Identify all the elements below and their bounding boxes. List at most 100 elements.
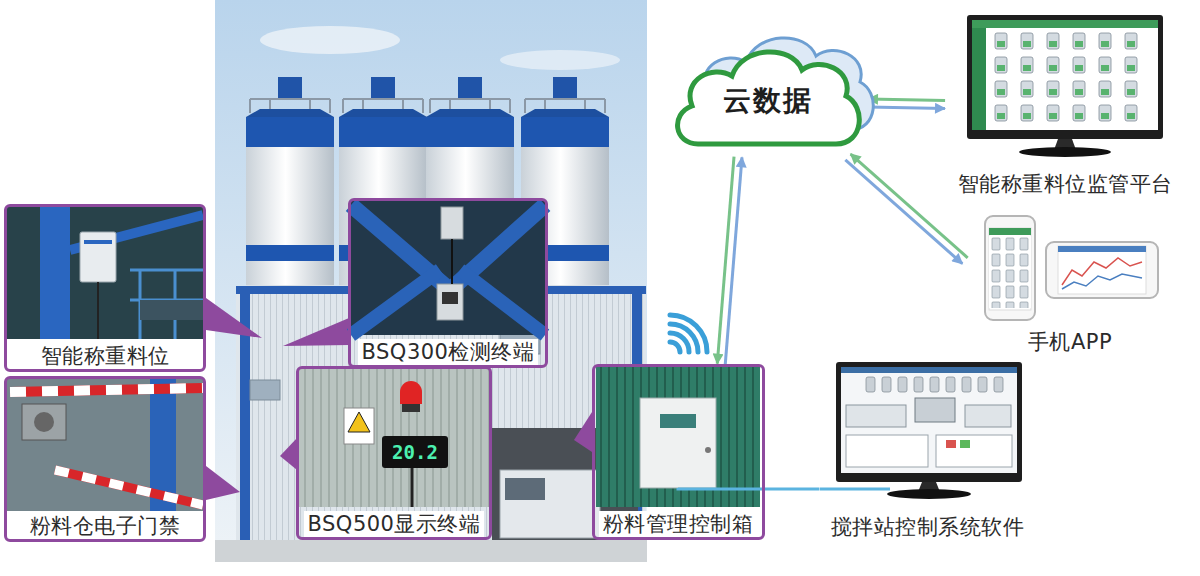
warning-sign [344, 408, 374, 444]
cabinet-window [660, 414, 696, 428]
display-cable [411, 468, 414, 507]
wireless-arc [670, 315, 707, 352]
monitor-base [1019, 147, 1111, 157]
screen-grid [862, 374, 1006, 396]
wireless-symbol [670, 315, 707, 352]
node-label: 粉料仓电子门禁 [26, 513, 185, 539]
barrier-bar [10, 388, 203, 392]
callout-frame: 粉料管理控制箱 [592, 364, 765, 540]
screen-table [846, 435, 928, 467]
arrow-line [845, 160, 962, 264]
screen-mixer [915, 398, 955, 422]
detector-box [437, 284, 463, 320]
railing [130, 270, 203, 339]
cloud-shape: 云数据 [668, 22, 868, 157]
grating [140, 300, 203, 320]
gate-motor [34, 412, 54, 432]
cable-line [765, 487, 820, 490]
node-label: 智能称重料位监管平台 [954, 171, 1177, 197]
node-label: 智能称重料位 [37, 343, 174, 369]
node-label: 云数据 [719, 88, 817, 114]
chart-line [1062, 258, 1142, 285]
callout-pointer [574, 412, 592, 452]
screen-table [936, 435, 1012, 467]
phone-screen [989, 228, 1031, 310]
warning-sign [348, 412, 370, 432]
callout-pointer [206, 298, 262, 338]
phone [985, 216, 1035, 320]
callout-pointer [280, 438, 297, 470]
sensor-stripe [84, 240, 112, 244]
callout-photo [7, 207, 203, 339]
barrier-bar [55, 470, 203, 505]
screen-grid [988, 30, 1144, 126]
monitor-body [836, 362, 1022, 482]
screen-grid [989, 236, 1031, 308]
screen-bar [841, 367, 1017, 373]
callout-frame: 粉料仓电子门禁 [4, 376, 206, 542]
wireless-arc [670, 324, 698, 352]
silo-cap [426, 109, 514, 117]
screen-button [946, 440, 956, 448]
dust-collector [553, 77, 577, 99]
sky-cloud [500, 50, 620, 70]
node-label: 手机APP [1024, 329, 1116, 355]
connector [868, 99, 945, 108]
phone-node: 手机APP [965, 210, 1175, 355]
silo-cap [521, 109, 609, 117]
connector [845, 154, 967, 264]
screen-sidebar [972, 28, 986, 130]
chart-line [1062, 274, 1142, 289]
monitor-screen [972, 20, 1158, 130]
silo [246, 77, 334, 320]
cloud-outline [678, 52, 860, 144]
dust-collector [458, 77, 482, 99]
steel-beam [351, 205, 545, 290]
screen-bar [1058, 246, 1146, 252]
phone-screen [1058, 246, 1146, 294]
ground [215, 540, 647, 562]
silo-band [339, 117, 427, 147]
silo-band [246, 245, 334, 261]
node-label: 搅拌站控制系统软件 [827, 514, 1029, 540]
dust-collector [278, 77, 302, 99]
connector [717, 157, 742, 365]
sensor-box [80, 232, 116, 282]
detector-cable [451, 239, 453, 284]
arrow-line [868, 99, 945, 101]
callout-photo [299, 369, 489, 507]
connector [765, 488, 820, 489]
photo-sky [215, 0, 647, 560]
node-label: BSQ300检测终端 [358, 339, 539, 365]
wireless-arc [670, 333, 689, 352]
sensor-cable [97, 282, 99, 339]
arrow-line [717, 157, 734, 364]
detector-face [442, 292, 458, 304]
arrow-line [868, 107, 945, 109]
monitor-base [887, 489, 971, 499]
control-cabinet [640, 398, 716, 488]
cable [678, 488, 763, 489]
screen-panel [965, 405, 1011, 427]
screen-panel [846, 405, 906, 427]
display-screen [382, 436, 448, 468]
arrow-line [851, 154, 968, 258]
wireless-arc [670, 342, 680, 352]
screen-button [960, 440, 970, 448]
barrier-bar [55, 470, 203, 505]
monitor-screen [841, 367, 1017, 473]
cabinet-lock [705, 447, 711, 453]
beacon [400, 381, 422, 404]
sky-cloud [260, 26, 400, 54]
silo-cap [339, 109, 427, 117]
callout-frame: BSQ300检测终端 [348, 198, 548, 368]
cable [820, 488, 890, 491]
silo-body [246, 117, 334, 285]
silo-band [426, 117, 514, 147]
silo-band [246, 117, 334, 147]
steel-column [40, 207, 70, 339]
window [250, 380, 280, 400]
